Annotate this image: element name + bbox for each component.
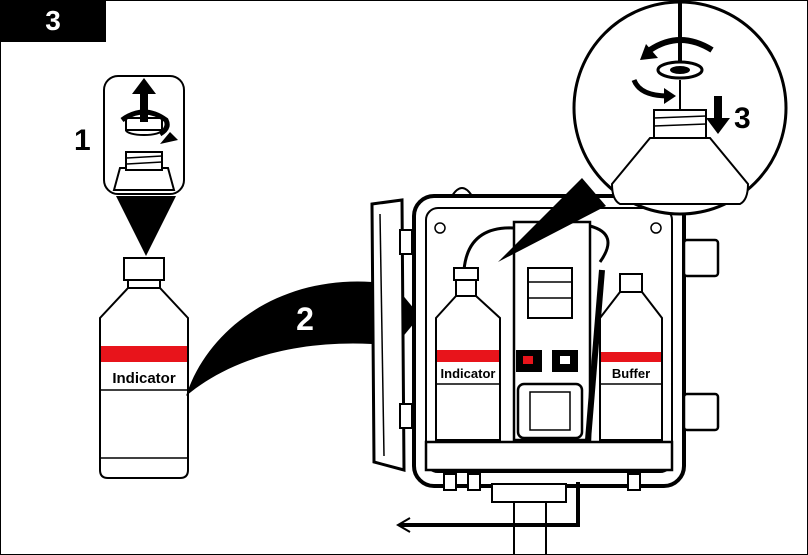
installed-indicator-label: Indicator bbox=[441, 366, 496, 381]
loose-bottle-label: Indicator bbox=[112, 370, 176, 387]
label-stripe bbox=[101, 346, 187, 362]
callout-move-bottle: 2 bbox=[296, 301, 314, 337]
label-stripe bbox=[437, 350, 499, 362]
callout-attach-cap: 3 bbox=[734, 102, 751, 135]
loose-indicator-bottle: Indicator bbox=[100, 258, 188, 478]
remove-cap-detail bbox=[104, 76, 184, 194]
callout-remove-cap: 1 bbox=[74, 124, 91, 157]
attach-cap-detail bbox=[574, 2, 786, 214]
label-stripe bbox=[601, 352, 661, 362]
analyzer-enclosure bbox=[372, 188, 718, 555]
installed-buffer-label: Buffer bbox=[612, 366, 650, 381]
